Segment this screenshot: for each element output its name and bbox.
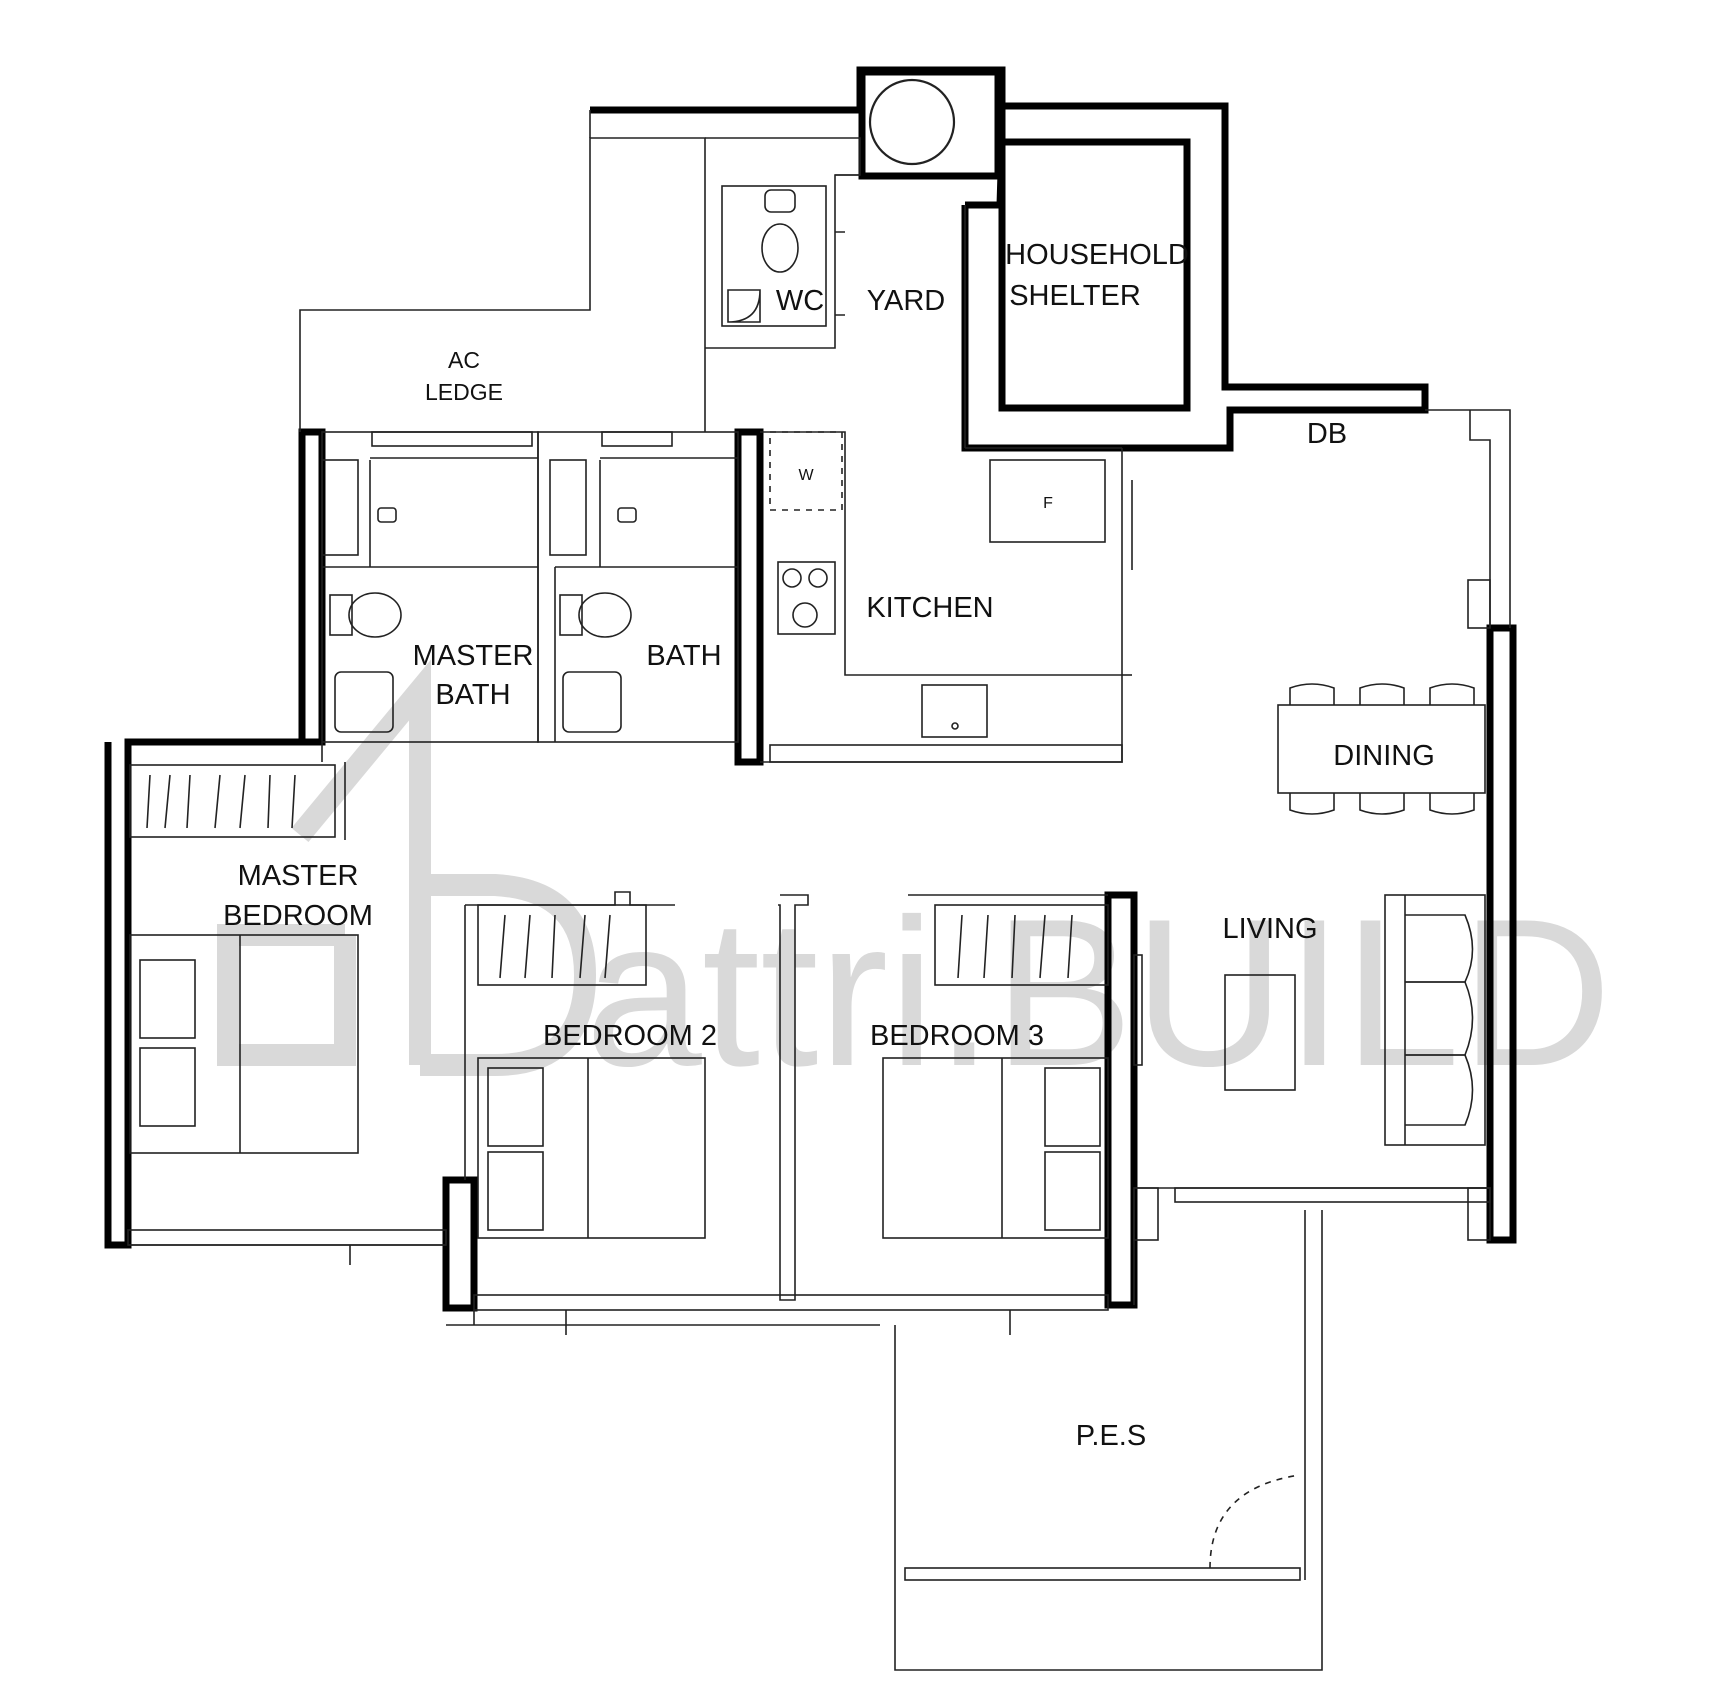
thin-walls	[127, 110, 1511, 1671]
master-wardrobe	[129, 764, 336, 838]
pes-door-swing	[1209, 1474, 1301, 1569]
label-ac-ledge-1: AC	[448, 347, 480, 373]
coffee-table	[1224, 974, 1296, 1091]
master-bed	[129, 934, 359, 1154]
washer-label: W	[798, 467, 814, 484]
label-bedroom-2: BEDROOM 2	[543, 1020, 717, 1052]
label-ac-ledge-2: LEDGE	[425, 379, 503, 405]
bedroom-3-wardrobe	[934, 904, 1109, 986]
label-pes: P.E.S	[1076, 1420, 1146, 1452]
bedroom-2-bed	[477, 1057, 706, 1239]
wc-fixtures	[727, 189, 799, 323]
tv-console	[1133, 954, 1143, 1066]
bedroom-2-wardrobe	[477, 904, 647, 986]
label-master-bedroom-1: MASTER	[238, 860, 359, 892]
fridge-label: F	[1043, 495, 1053, 512]
washer-space	[769, 431, 843, 511]
hob	[777, 561, 836, 635]
living-sofa	[1384, 894, 1486, 1146]
structural-walls	[104, 66, 1517, 1312]
label-bath: BATH	[646, 640, 721, 672]
label-master-bath-2: BATH	[435, 679, 510, 711]
label-living: LIVING	[1222, 913, 1317, 945]
kitchen-sink	[921, 684, 988, 738]
label-wc: WC	[776, 285, 824, 317]
master-bath-fixtures	[329, 507, 402, 733]
label-db: DB	[1307, 418, 1347, 450]
label-bedroom-3: BEDROOM 3	[870, 1020, 1044, 1052]
refuse-chute	[858, 68, 1002, 180]
label-household-shelter-2: SHELTER	[1009, 280, 1141, 312]
watermark-text: attri.BUILD	[585, 875, 1612, 1110]
label-household-shelter-1: HOUSEHOLD	[1005, 239, 1189, 271]
fridge	[989, 459, 1106, 543]
household-shelter-walls	[998, 138, 1191, 412]
dining-set	[1277, 683, 1486, 815]
label-dining: DINING	[1333, 740, 1435, 772]
label-kitchen: KITCHEN	[866, 592, 993, 624]
bedroom-3-bed	[882, 1057, 1109, 1239]
label-master-bedroom-2: BEDROOM	[223, 900, 373, 932]
label-master-bath-1: MASTER	[413, 640, 534, 672]
label-yard: YARD	[867, 285, 945, 317]
bath-fixtures	[559, 507, 637, 733]
